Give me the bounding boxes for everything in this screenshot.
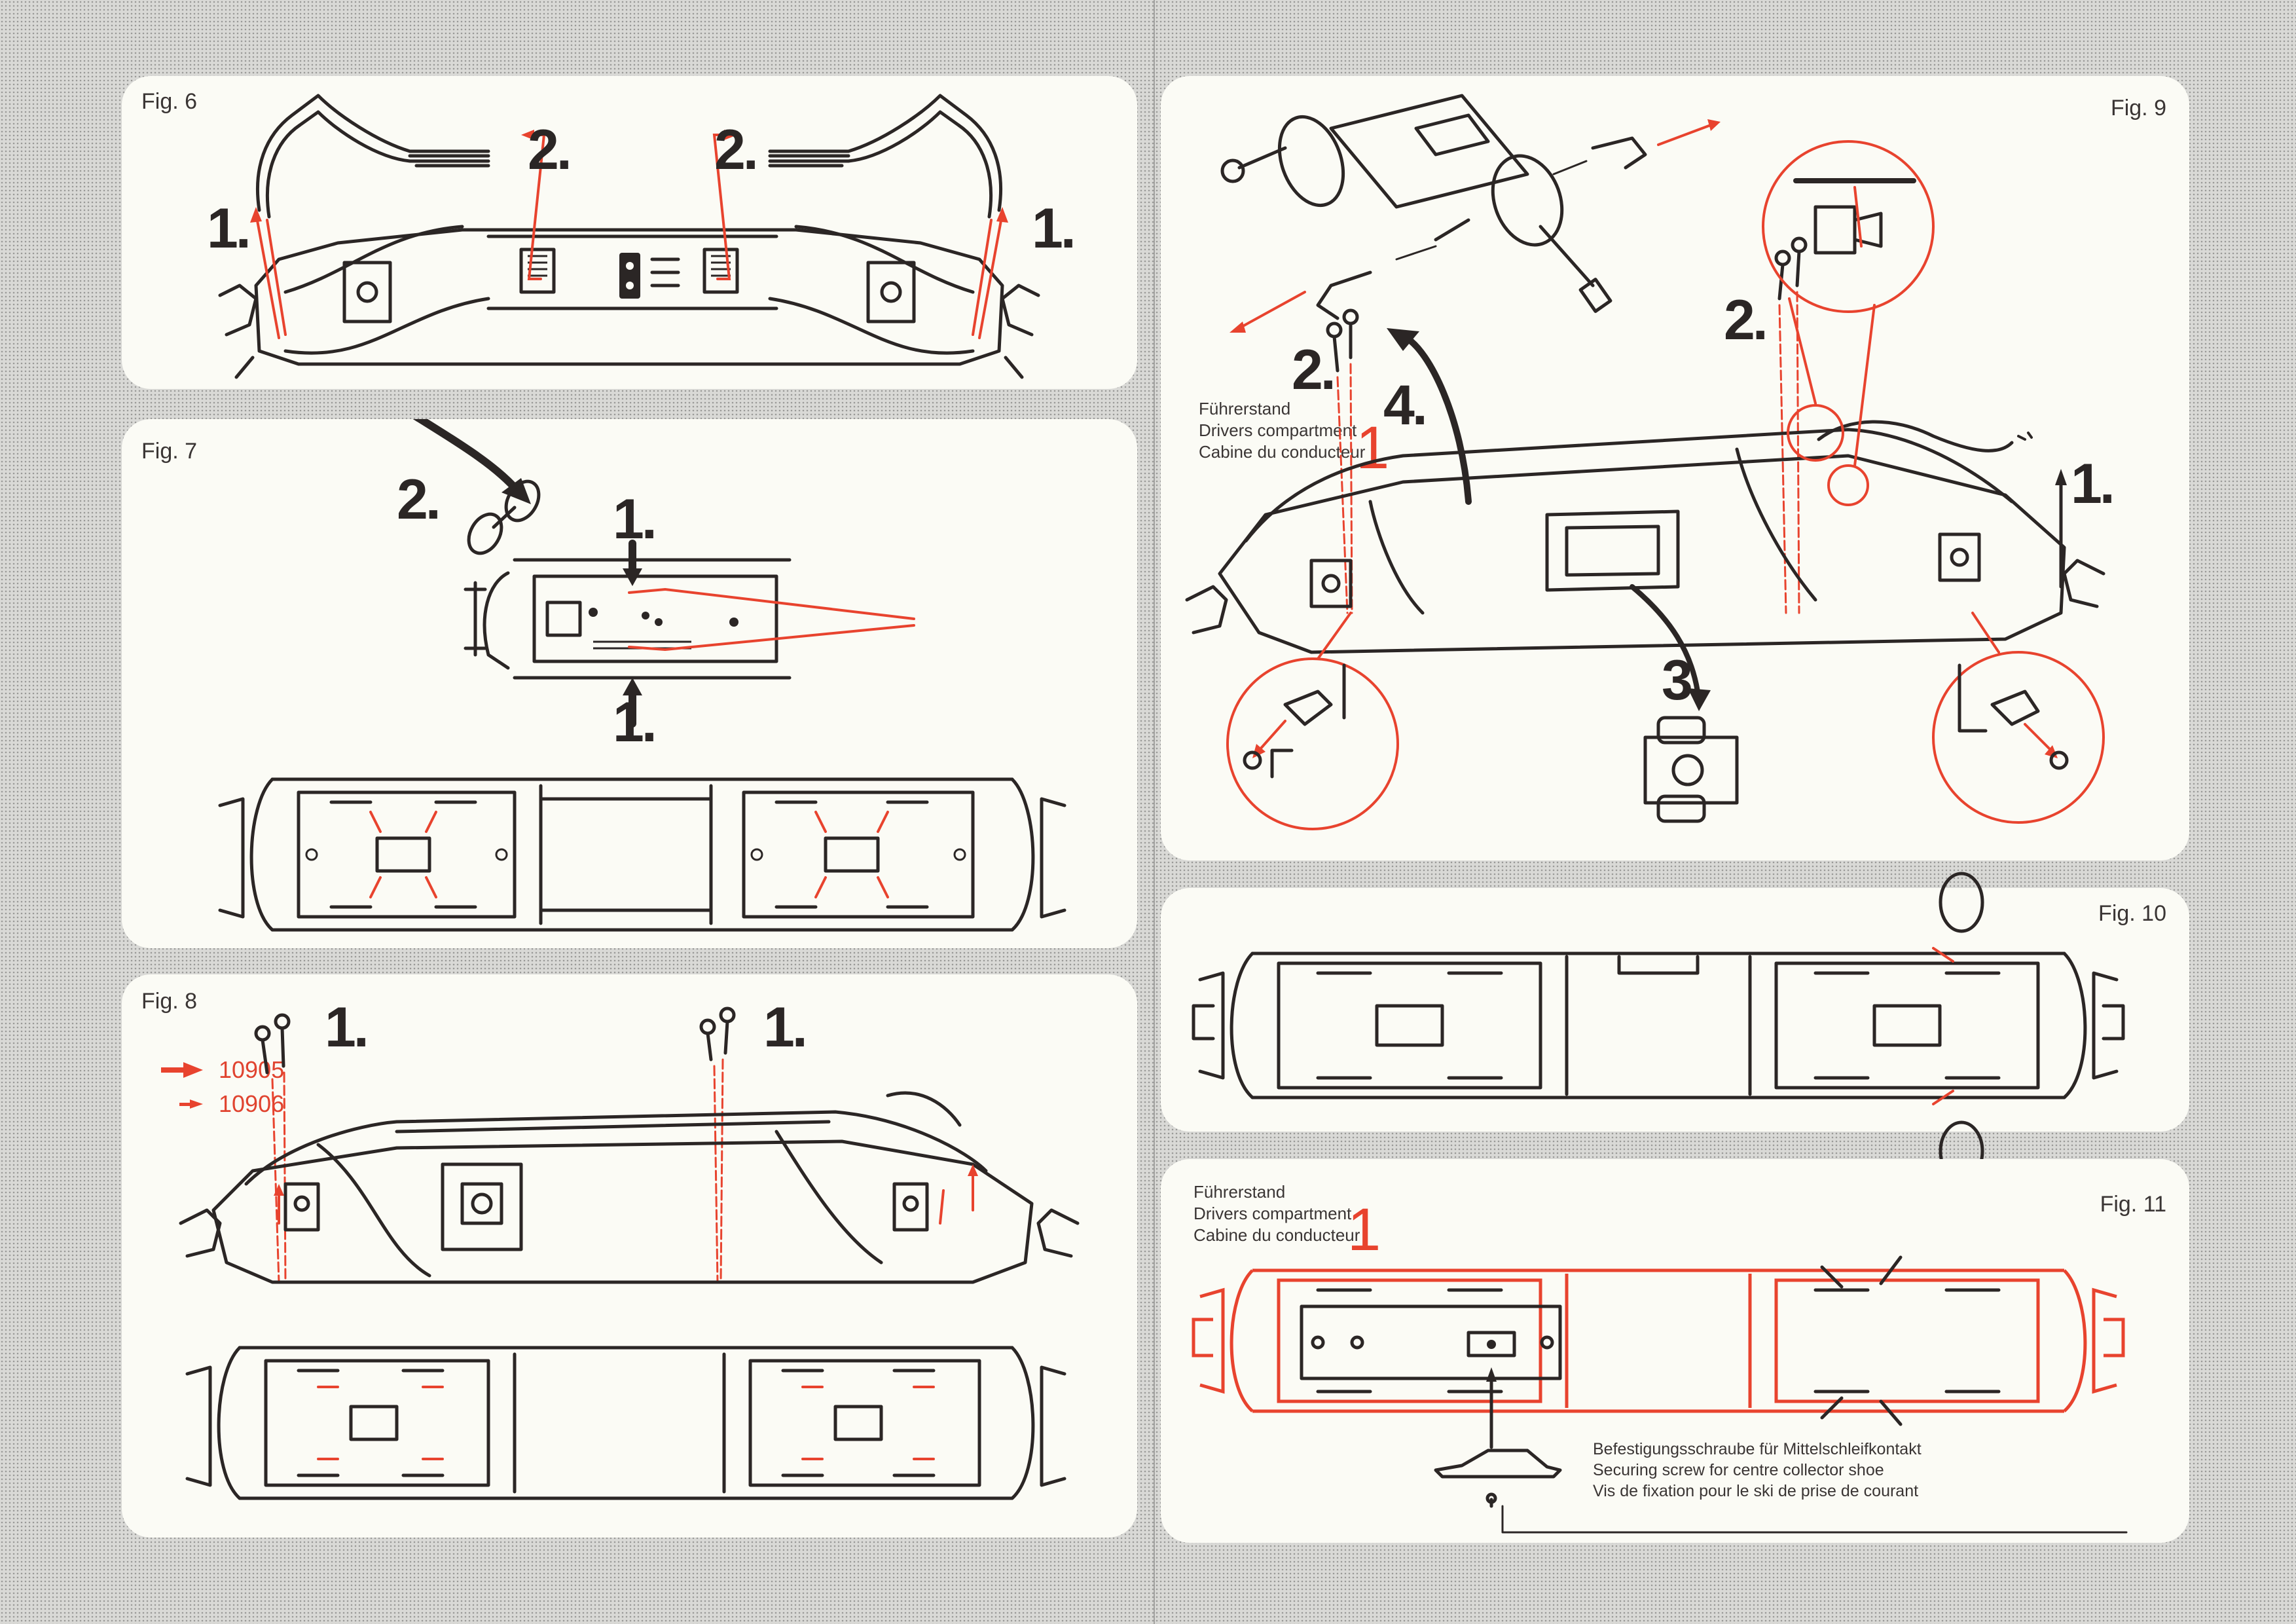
figure-8-label: Fig. 8: [141, 989, 198, 1014]
figure-6-panel: Fig. 6 1. 2. 2. 1.: [122, 76, 1137, 389]
figure-8-panel: Fig. 8 10905 10906: [122, 974, 1137, 1538]
legend-item-10905: 10905: [161, 1053, 284, 1087]
figure-9-panel: Fig. 9 Führerstand Drivers compartment C…: [1161, 76, 2189, 860]
figure-8-drawing: [179, 1006, 1080, 1500]
legend-label: 10905: [219, 1056, 285, 1083]
figure-11-panel: Fig. 11 Führerstand Drivers compartment …: [1161, 1159, 2189, 1543]
figure-9-step-3: 3.: [1662, 649, 1706, 712]
figure-9-step-4: 4.: [1383, 374, 1428, 437]
figure-7-label: Fig. 7: [141, 439, 198, 464]
figure-8-step-1-left: 1.: [325, 996, 369, 1059]
figure-6-step-2-left: 2.: [528, 119, 572, 181]
figure-11-label: Fig. 11: [2100, 1192, 2166, 1217]
figure-6-step-2-right: 2.: [714, 119, 759, 181]
figure-9-drawing: [1185, 94, 2105, 830]
figure-7-step-1-top: 1.: [613, 488, 657, 551]
figure-6-step-1-right: 1.: [1032, 197, 1076, 260]
figure-7-step-2: 2.: [397, 468, 441, 531]
figure-8-step-1-right: 1.: [763, 996, 808, 1059]
figure-11-drawing: [1192, 1255, 2128, 1534]
figure-6-label: Fig. 6: [141, 89, 198, 114]
figure-9-label: Fig. 9: [2110, 96, 2166, 120]
figure-11-compartment-marker: 1: [1347, 1196, 1381, 1263]
page-fold-line: [1154, 0, 1155, 1624]
figure-9-compartment-marker: 1: [1356, 415, 1390, 481]
large-red-arrow-icon: [161, 1062, 203, 1078]
figure-10-drawing: [1192, 947, 2125, 1105]
figure-9-compartment-caption: Führerstand Drivers compartment Cabine d…: [1199, 399, 1366, 462]
collector-shoe-screw-note: Befestigungsschraube für Mittelschleifko…: [1593, 1440, 1922, 1500]
small-red-arrow-icon: [179, 1099, 203, 1109]
figure-9-step-2-left: 2.: [1292, 339, 1336, 401]
figure-6-step-1-left: 1.: [207, 197, 251, 260]
figure-10-panel: Fig. 10: [1161, 888, 2189, 1132]
figure-6-chassis-drawing: [218, 94, 1040, 379]
figure-11-compartment-caption: Führerstand Drivers compartment Cabine d…: [1194, 1182, 1360, 1245]
figure-7-panel: Fig. 7 2. 1. 1.: [122, 419, 1137, 948]
figure-9-step-2-right: 2.: [1724, 289, 1768, 352]
figure-10-label: Fig. 10: [2098, 901, 2166, 926]
figure-7-step-1-bottom: 1.: [613, 691, 657, 754]
figure-9-step-1: 1.: [2071, 452, 2115, 515]
figure-7-drawing: [218, 419, 1066, 932]
